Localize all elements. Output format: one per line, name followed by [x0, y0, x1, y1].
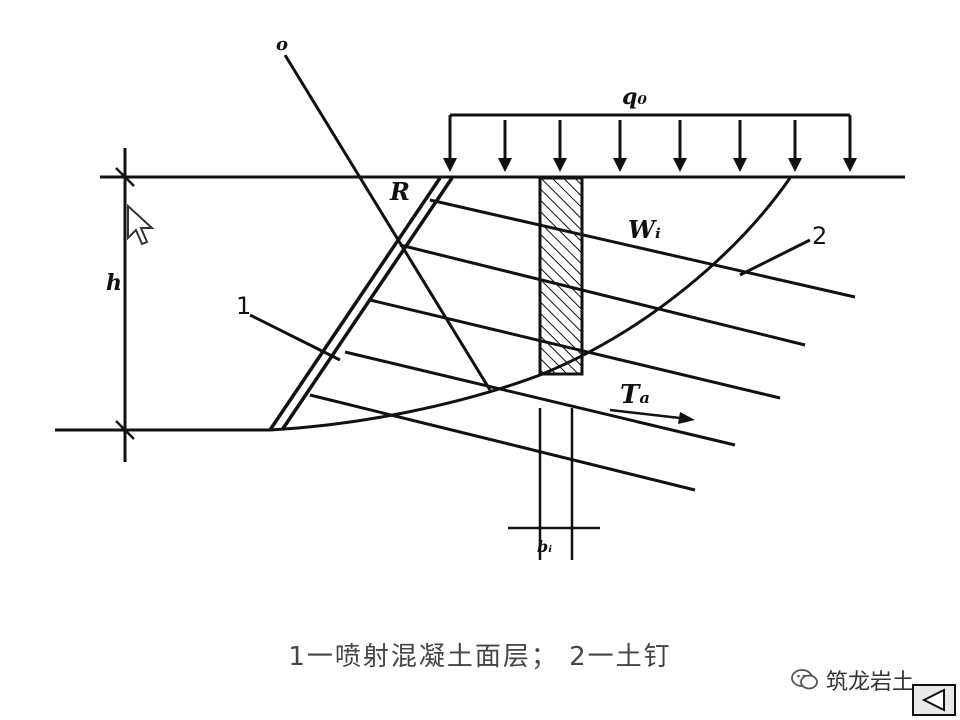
callout-2-line: [739, 238, 811, 277]
soil-nail: [429, 198, 856, 299]
width-label: bᵢ: [537, 537, 552, 556]
soil-nail-wall-diagram: o q₀ R Wᵢ Tₐ h bᵢ 1 2: [55, 34, 905, 560]
soil-nail: [344, 350, 736, 447]
mouse-pointer-icon: [127, 203, 155, 246]
watermark: 筑龙岩土: [790, 664, 914, 696]
soil-nail: [399, 243, 806, 347]
height-label: h: [106, 270, 122, 296]
soil-nail: [309, 393, 696, 492]
callout-1-line: [249, 313, 341, 362]
previous-slide-button[interactable]: [912, 684, 956, 716]
weight-label: Wᵢ: [628, 215, 661, 244]
slip-surface-curve: [269, 177, 792, 432]
soil-slice: [538, 176, 584, 376]
tension-arrow: [609, 408, 695, 424]
callout-2-label: 2: [812, 222, 827, 250]
slip-radius-line: [283, 54, 492, 391]
wechat-icon: [791, 669, 818, 690]
tension-label: Tₐ: [620, 380, 650, 410]
shotcrete-facing: [268, 177, 454, 431]
soil-nails: [309, 198, 856, 492]
width-dimension: [508, 408, 600, 560]
load-label: q₀: [622, 84, 647, 110]
point-o-label: o: [276, 34, 288, 55]
radius-label: R: [389, 177, 410, 206]
triangle-left-icon: [921, 688, 945, 712]
figure-caption: 1一喷射混凝土面层； 2一土钉: [288, 642, 672, 672]
watermark-text: 筑龙岩土: [826, 670, 915, 695]
height-dimension: [115, 148, 135, 462]
callout-1-label: 1: [236, 292, 251, 320]
surcharge-load: [443, 113, 857, 172]
